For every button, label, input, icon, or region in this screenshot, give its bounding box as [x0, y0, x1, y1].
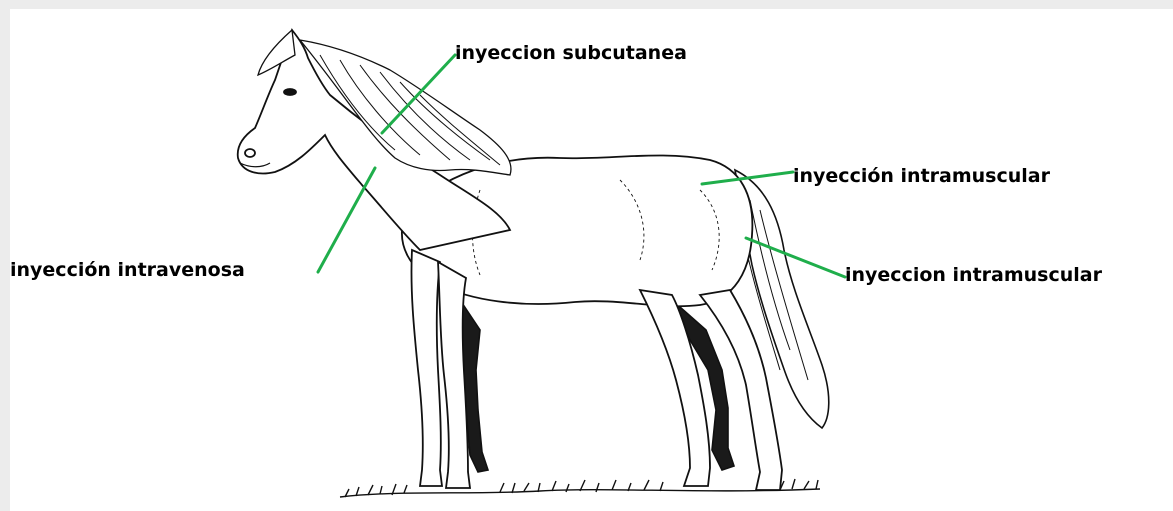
label-intravenous-injection: inyección intravenosa [10, 259, 245, 281]
label-intramuscular-injection-tail: inyeccion intramuscular [845, 264, 1102, 286]
label-intramuscular-injection-hip: inyección intramuscular [793, 165, 1050, 187]
label-subcutaneous-injection: inyeccion subcutanea [455, 42, 687, 64]
grass-ground [340, 479, 820, 497]
leader-line-intravenosa [318, 168, 375, 272]
